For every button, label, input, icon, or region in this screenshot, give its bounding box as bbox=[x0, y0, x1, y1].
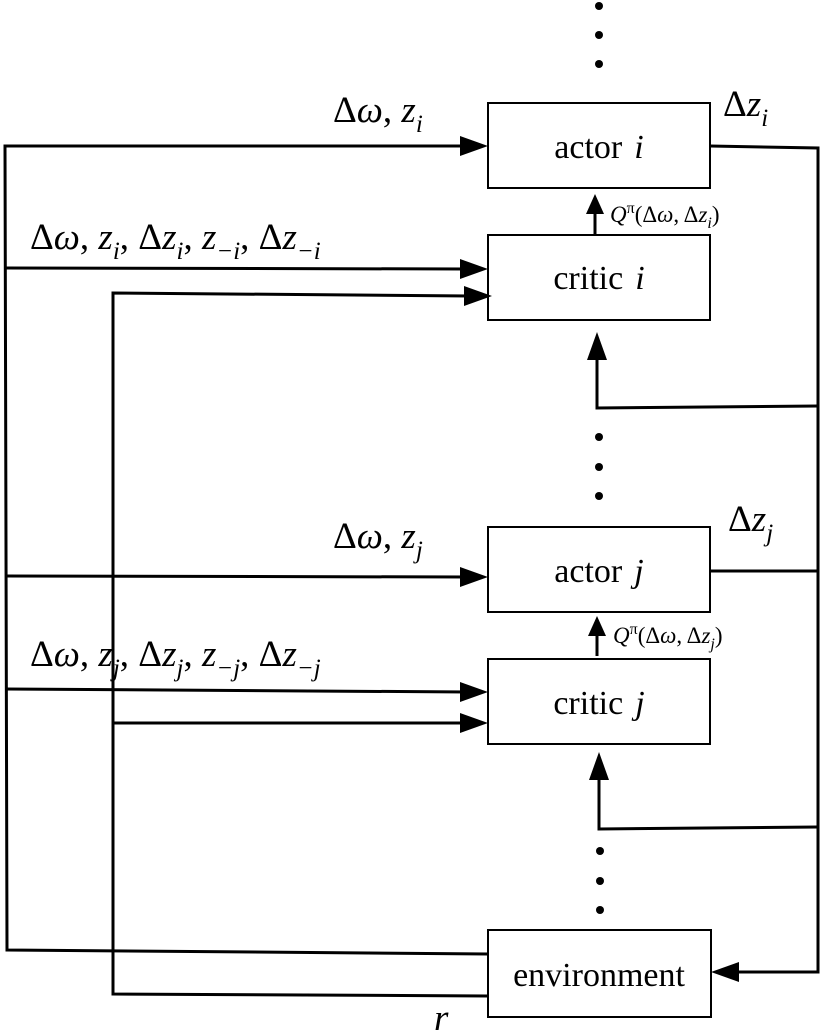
actor-i-label: actor bbox=[554, 129, 623, 166]
environment-block: environment bbox=[487, 929, 712, 1018]
actor-j-index: j bbox=[630, 553, 643, 590]
actor-j-input-arrowhead bbox=[460, 567, 488, 587]
critic-i-reward-arrowhead bbox=[464, 286, 492, 306]
actor-i-output-line bbox=[709, 144, 820, 974]
critic-j-input-arrowhead bbox=[460, 682, 488, 702]
ellipsis-middle bbox=[595, 433, 603, 500]
reward-label: r bbox=[434, 998, 449, 1033]
critic-i-input-text: Δω, zi, Δzi, z−i, Δz−i bbox=[30, 217, 321, 265]
reward-bus-line bbox=[111, 291, 489, 998]
state-bus-line bbox=[3, 144, 489, 956]
actor-j-output-label: Δzj bbox=[728, 499, 773, 547]
critic-j-index: j bbox=[631, 685, 644, 722]
actor-i-input-text: Δω, zi bbox=[333, 90, 423, 138]
actor-j-input-line bbox=[4, 574, 469, 579]
q-j-arrowhead bbox=[588, 616, 606, 636]
critic-i-input-line bbox=[4, 266, 469, 271]
actor-i-input-arrowhead bbox=[460, 136, 488, 156]
critic-j-input-line bbox=[4, 687, 469, 694]
q-j-label: Qπ(Δω, Δzj) bbox=[613, 621, 723, 653]
critic-i-feedback-line bbox=[595, 358, 819, 410]
critic-j-reward-arrowhead bbox=[460, 713, 488, 733]
actor-i-index: i bbox=[634, 129, 643, 166]
actor-j-label: actor bbox=[554, 553, 623, 590]
environment-input-arrowhead bbox=[711, 962, 739, 982]
critic-i-input-label: Δω, zi, Δzi, z−i, Δz−i bbox=[30, 217, 321, 265]
ellipsis-bottom bbox=[596, 847, 604, 914]
critic-j-input-text: Δω, zj, Δzj, z−j, Δz−j bbox=[30, 634, 321, 682]
q-i-label: Qπ(Δω, Δzi) bbox=[610, 200, 720, 232]
q-j-text: Qπ(Δω, Δzj) bbox=[613, 621, 723, 653]
critic-i-feedback-arrowhead bbox=[587, 332, 607, 360]
critic-j-feedback-arrowhead bbox=[589, 752, 609, 780]
actor-i-input-label: Δω, zi bbox=[333, 90, 423, 138]
critic-i-index: i bbox=[635, 260, 644, 297]
ellipsis-top bbox=[595, 2, 603, 68]
actor-j-input-text: Δω, zj bbox=[333, 516, 423, 564]
critic-i-input-arrowhead bbox=[460, 259, 488, 279]
critic-j-feedback-line bbox=[597, 778, 819, 831]
environment-label: environment bbox=[513, 957, 685, 994]
critic-i-label: critic bbox=[553, 260, 623, 297]
actor-j-input-label: Δω, zj bbox=[333, 516, 423, 564]
q-i-text: Qπ(Δω, Δzi) bbox=[610, 200, 720, 232]
critic-j-input-label: Δω, zj, Δzj, z−j, Δz−j bbox=[30, 634, 321, 682]
actor-i-output-label: Δzi bbox=[723, 84, 768, 132]
actor-i-output-text: Δzi bbox=[723, 84, 768, 132]
actor-j-output-text: Δzj bbox=[728, 499, 773, 547]
critic-j-label: critic bbox=[553, 685, 623, 722]
q-i-arrowhead bbox=[586, 194, 604, 214]
